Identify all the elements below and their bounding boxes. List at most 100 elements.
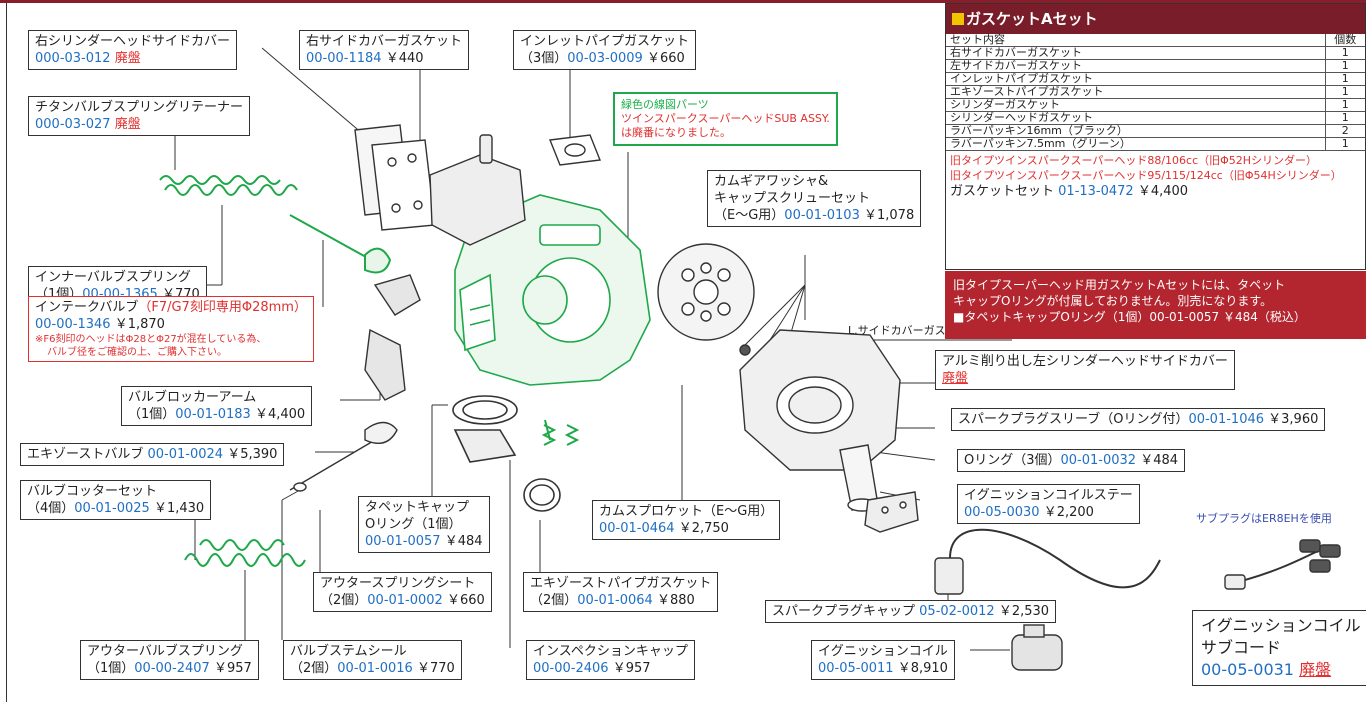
part-number: 00-05-0030 (964, 505, 1040, 520)
row-qty: 1 (1324, 98, 1365, 112)
part-name: バルブロッカーアーム (128, 390, 257, 405)
part-number: 00-01-0064 (577, 593, 653, 608)
callout-outer-spring: アウターバルブスプリング （1個）00-00-2407 ￥957 (80, 640, 259, 680)
part-name: スパークプラグキャップ (772, 604, 916, 619)
callout-exhaust-gasket: エキゾーストパイプガスケット （2個）00-01-0064 ￥880 (523, 572, 719, 612)
price: ￥5,390 (227, 447, 278, 462)
part-number: 00-01-0032 (1060, 453, 1137, 468)
price: ￥2,750 (678, 521, 729, 536)
part-number: 00-00-1184 (306, 51, 382, 66)
price: ￥660 (646, 51, 685, 66)
row-name: ラバーパッキン7.5mm（グリーン） (946, 137, 1325, 151)
top-border (0, 0, 1366, 3)
part-name: インスペクションキャップ (533, 644, 688, 659)
part-number: 00-01-0002 (367, 593, 443, 608)
compat-note-2: 旧タイプツインスパークスーパーヘッド95/115/124cc（旧Φ54Hシリンダ… (950, 169, 1342, 182)
caution-note-2: バルブ径をご確認の上、ご購入下さい。 (47, 347, 227, 358)
discontinued-tag: 廃盤 (114, 51, 141, 66)
row-qty: 2 (1324, 124, 1365, 138)
price: ￥8,910 (897, 661, 948, 676)
part-name: アウターバルブスプリング (87, 644, 243, 659)
callout-cotter-set: バルブコッターセット （4個）00-01-0025 ￥1,430 (20, 480, 212, 520)
row-qty: 1 (1324, 137, 1365, 151)
note-line-1: 緑色の線図パーツ (621, 98, 709, 111)
row-qty: 1 (1324, 111, 1365, 125)
part-number: 00-01-0183 (175, 407, 251, 422)
row-name: インレットパイプガスケット (946, 72, 1325, 86)
part-name: バルブステムシール (290, 644, 407, 659)
part-name: インテークバルブ (35, 300, 139, 315)
part-number: 00-01-0016 (337, 661, 413, 676)
quantity: （1個） (87, 661, 135, 676)
part-name: アルミ削り出し左シリンダーヘッドサイドカバー (942, 354, 1228, 369)
part-number: 00-05-0011 (818, 661, 894, 676)
part-name: Oリング（3個） (964, 453, 1061, 468)
callout-cam-washer: カムギアワッシャ& キャップスクリューセット （E～G用）00-01-0103 … (707, 170, 922, 227)
row-qty: 1 (1324, 59, 1365, 73)
part-name: インナーバルブスプリング (35, 270, 191, 285)
callout-ign-coil: イグニッションコイル 00-05-0011 ￥8,910 (811, 640, 955, 680)
callout-sub-cord: イグニッションコイル サブコード 00-05-0031 廃盤 (1192, 610, 1366, 686)
part-name-line-1: カムギアワッシャ& (714, 174, 829, 189)
left-border (6, 3, 7, 702)
part-number: 05-02-0012 (919, 604, 995, 619)
callout-alu-cover: アルミ削り出し左シリンダーヘッドサイドカバー 廃盤 (935, 350, 1235, 390)
gasket-set-price-line: ガスケットセット 01-13-0472 ￥4,400 (946, 183, 1365, 201)
row-qty: 1 (1324, 46, 1365, 60)
part-number: 00-01-0024 (147, 447, 224, 462)
part-number: 00-01-0057 (365, 534, 441, 549)
part-name-line-2: サブコード (1201, 638, 1282, 657)
quantity: （2個） (320, 593, 368, 608)
part-number: 00-01-0025 (74, 501, 150, 516)
part-number: 000-03-012 (35, 51, 111, 66)
callout-exhaust-valve: エキゾーストバルブ 00-01-0024 ￥5,390 (20, 443, 285, 466)
quantity: （1個） (128, 407, 176, 422)
callout-intake-valve: インテークバルブ（F7/G7刻印専用Φ28mm） 00-00-1346 ￥1,8… (28, 296, 314, 362)
part-number: 00-00-2406 (533, 661, 609, 676)
part-name: エキゾーストパイプガスケット (530, 576, 712, 591)
column-header-qty: 個数 (1324, 34, 1365, 47)
price: ￥484 (444, 534, 483, 549)
callout-outer-seat: アウタースプリングシート （2個）00-01-0002 ￥660 (313, 572, 492, 612)
price: ￥660 (446, 593, 485, 608)
price: ￥957 (612, 661, 651, 676)
set-price: ￥4,400 (1137, 184, 1189, 199)
row-qty: 1 (1324, 72, 1365, 86)
part-number: 00-03-0009 (567, 51, 643, 66)
note-text: サブプラグはER8EHを使用 (1196, 512, 1332, 525)
callout-rocker-arm: バルブロッカーアーム （1個）00-01-0183 ￥4,400 (121, 386, 313, 426)
column-header-content: セット内容 (946, 34, 1325, 47)
warning-box: 旧タイプスーパーヘッド用ガスケットAセットには、タペット キャップOリングが付属… (945, 271, 1366, 339)
part-name-line-1: タペットキャップ (365, 500, 470, 515)
row-name: ラバーパッキン16mm（ブラック） (946, 124, 1325, 138)
callout-plug-sleeve: スパークプラグスリーブ（Oリング付）00-01-1046 ￥3,960 (951, 408, 1326, 431)
part-name-line-2: Oリング（1個） (365, 517, 462, 532)
quantity: （2個） (530, 593, 578, 608)
price: ￥880 (656, 593, 695, 608)
part-number: 00-05-0031 (1201, 660, 1294, 679)
part-number: 00-01-1046 (1188, 412, 1265, 427)
sub-plug-note: サブプラグはER8EHを使用 (1196, 510, 1332, 526)
table-row: ラバーパッキン7.5mm（グリーン）1 (946, 137, 1365, 151)
price: ￥1,870 (114, 317, 165, 332)
price: ￥484 (1140, 453, 1179, 468)
discontinued-tag: 廃盤 (114, 117, 141, 132)
set-label: ガスケットセット (950, 184, 1055, 199)
part-number: 00-01-0464 (599, 521, 675, 536)
price: ￥3,960 (1268, 412, 1319, 427)
price: ￥2,530 (998, 604, 1050, 619)
warning-line-3: ■タペットキャップOリング（1個）00-01-0057 ￥484（税込） (953, 310, 1306, 324)
quantity: （4個） (27, 501, 75, 516)
part-number: 000-03-027 (35, 117, 111, 132)
note-line-3: は廃番になりました。 (621, 126, 731, 139)
callout-titan-retainer: チタンバルブスプリングリテーナー 000-03-027 廃盤 (28, 96, 251, 136)
gasket-set-header: ガスケットAセット (946, 4, 1365, 34)
row-name: エキゾーストパイプガスケット (946, 85, 1325, 99)
callout-right-side-gasket: 右サイドカバーガスケット 00-00-1184 ￥440 (299, 30, 470, 70)
part-number: 00-01-0103 (784, 208, 860, 223)
